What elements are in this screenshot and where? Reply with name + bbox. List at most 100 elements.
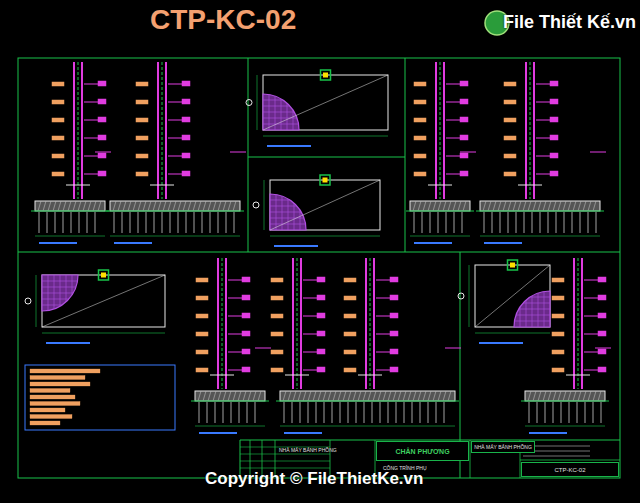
dimension-tag — [196, 350, 208, 354]
dimension-tag — [504, 100, 516, 104]
level-mark — [595, 348, 611, 349]
leader-line — [446, 84, 460, 85]
footing-hatch — [218, 391, 221, 401]
dimension-line — [264, 180, 265, 230]
footing-hatch — [543, 391, 546, 401]
rebar-tag — [550, 81, 558, 86]
rebar-tag — [390, 349, 398, 354]
pile — [324, 402, 325, 423]
footing-hatch — [138, 201, 141, 211]
note-line — [30, 408, 65, 412]
footing-hatch — [533, 391, 536, 401]
footing-hatch — [78, 201, 81, 211]
footing-hatch — [558, 201, 561, 211]
pile — [138, 212, 139, 233]
footing-hatch — [403, 391, 406, 401]
title-block-row — [523, 456, 590, 457]
footing-hatch — [398, 391, 401, 401]
rebar-tag — [550, 99, 558, 104]
foundation-section — [271, 258, 461, 433]
footing-hatch — [323, 391, 326, 401]
pile — [255, 402, 256, 423]
pile — [199, 402, 200, 423]
leader-line — [303, 280, 317, 281]
pile — [154, 212, 155, 233]
dimension-tag — [414, 154, 426, 158]
rebar-tag — [460, 117, 468, 122]
footing-hatch — [583, 201, 586, 211]
leader-line — [303, 298, 317, 299]
footing-hatch — [98, 201, 101, 211]
leader-line — [536, 138, 550, 139]
leader-line — [584, 280, 598, 281]
panel-divider — [405, 58, 406, 252]
leader-line — [584, 352, 598, 353]
footing-hatch — [213, 201, 216, 211]
lean-concrete — [106, 211, 244, 212]
footing-hatch — [533, 201, 536, 211]
dimension-tag — [344, 278, 356, 282]
rebar-tag — [98, 99, 106, 104]
footing-hatch — [333, 391, 336, 401]
rebar-grid — [270, 200, 290, 201]
pile — [572, 212, 573, 233]
column-rebar — [297, 258, 298, 389]
rebar-quadrant — [270, 194, 306, 230]
callout-circle — [25, 298, 31, 304]
rebar-tag — [182, 135, 190, 140]
footing-hatch — [223, 391, 226, 401]
rebar-grid — [270, 206, 297, 207]
diagonal-line — [270, 180, 380, 230]
leader-line — [376, 298, 390, 299]
footing-plan — [253, 175, 380, 246]
leader-line — [446, 174, 460, 175]
pile — [372, 402, 373, 423]
footing-hatch — [508, 201, 511, 211]
title-block-line — [240, 461, 330, 462]
dimension-line — [257, 75, 258, 130]
footing-hatch — [218, 201, 221, 211]
pile — [300, 402, 301, 423]
level-line — [358, 375, 382, 376]
rebar-grid — [516, 315, 550, 316]
caption-bar — [39, 242, 77, 244]
pile — [231, 402, 232, 423]
pile — [508, 212, 509, 233]
dimension-tag — [344, 368, 356, 372]
dimension-tag — [196, 278, 208, 282]
rebar-tag — [460, 135, 468, 140]
dimension-tag — [136, 136, 148, 140]
pile — [529, 402, 530, 423]
footing-hatch — [548, 201, 551, 211]
rebar-grid — [72, 275, 73, 295]
column-face — [365, 258, 367, 389]
rebar-tag — [182, 117, 190, 122]
callout-circle — [253, 202, 259, 208]
dimension-tag — [414, 118, 426, 122]
footing-hatch — [513, 201, 516, 211]
rebar-grid — [60, 275, 61, 306]
leader-line — [168, 174, 182, 175]
leader-line — [446, 102, 460, 103]
dimension-tag — [52, 172, 64, 176]
footing-hatch — [148, 201, 151, 211]
leader-line — [228, 334, 242, 335]
rebar-grid — [532, 296, 533, 327]
leader-line — [168, 120, 182, 121]
level-mark — [230, 152, 246, 153]
footing-hatch — [193, 201, 196, 211]
column-face — [292, 258, 294, 389]
leader-line — [84, 138, 98, 139]
lean-concrete — [276, 401, 459, 402]
footing-hatch — [303, 391, 306, 401]
pile — [516, 212, 517, 233]
watermark: File Thiết Kế.vn — [503, 12, 636, 33]
footing-hatch — [178, 201, 181, 211]
footing-hatch — [228, 201, 231, 211]
pile — [532, 212, 533, 233]
pile — [500, 212, 501, 233]
title-block-cell: NHÀ MÁY BÁNH PHỒNG — [471, 441, 535, 453]
footing-hatch — [288, 391, 291, 401]
dimension-tag — [196, 314, 208, 318]
footing-hatch — [598, 391, 601, 401]
